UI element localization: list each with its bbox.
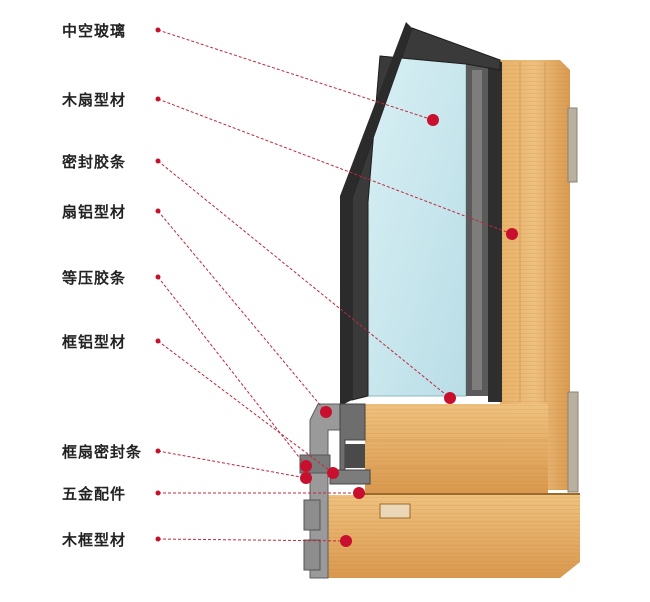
label-hollow-glass: 中空玻璃 (62, 22, 127, 40)
hinge-bottom (567, 391, 579, 493)
label-frame-sash-seal: 框扇密封条 (62, 443, 143, 461)
leader-start-dot-sash-aluminum-profile (155, 208, 161, 214)
callout-dot-wood-frame-profile (340, 535, 352, 547)
callout-dot-hardware-fittings (353, 487, 365, 499)
label-equal-pressure-strip: 等压胶条 (62, 269, 127, 287)
leader-start-dot-equal-pressure-strip (155, 274, 161, 280)
label-sash-aluminum-profile: 扇铝型材 (62, 203, 127, 221)
label-wood-sash-profile: 木扇型材 (62, 91, 127, 109)
label-frame-aluminum-profile: 框铝型材 (62, 333, 127, 351)
callout-dot-frame-aluminum-profile (327, 467, 339, 479)
leader-line-wood-sash-profile (157, 98, 513, 235)
leader-line-wood-frame-profile (157, 538, 347, 542)
callout-dot-sealing-strip (444, 392, 456, 404)
leader-start-dot-wood-sash-profile (155, 96, 161, 102)
leader-line-frame-aluminum-profile (157, 340, 334, 474)
label-wood-frame-profile: 木框型材 (62, 531, 127, 549)
label-sealing-strip: 密封胶条 (62, 153, 127, 171)
leader-line-hollow-glass (157, 29, 434, 121)
leader-line-equal-pressure-strip (157, 276, 307, 467)
wood-sash-grain (500, 60, 570, 490)
leader-line-sealing-strip (157, 160, 451, 399)
leader-line-sash-aluminum-profile (157, 210, 327, 413)
callout-dot-hollow-glass (427, 114, 439, 126)
leader-start-dot-wood-frame-profile (155, 536, 161, 542)
callout-dot-equal-pressure-strip (300, 460, 312, 472)
callout-dot-sash-aluminum-profile (320, 406, 332, 418)
label-hardware-fittings: 五金配件 (62, 485, 127, 503)
leader-start-dot-frame-sash-seal (155, 448, 161, 454)
leader-start-dot-frame-aluminum-profile (155, 338, 161, 344)
leader-line-frame-sash-seal (157, 450, 307, 479)
leader-start-dot-hardware-fittings (155, 490, 161, 496)
callout-dot-frame-sash-seal (300, 472, 312, 484)
leader-start-dot-sealing-strip (155, 158, 161, 164)
hinge-top (567, 107, 578, 183)
callout-dot-wood-sash-profile (506, 228, 518, 240)
leader-start-dot-hollow-glass (155, 27, 161, 33)
